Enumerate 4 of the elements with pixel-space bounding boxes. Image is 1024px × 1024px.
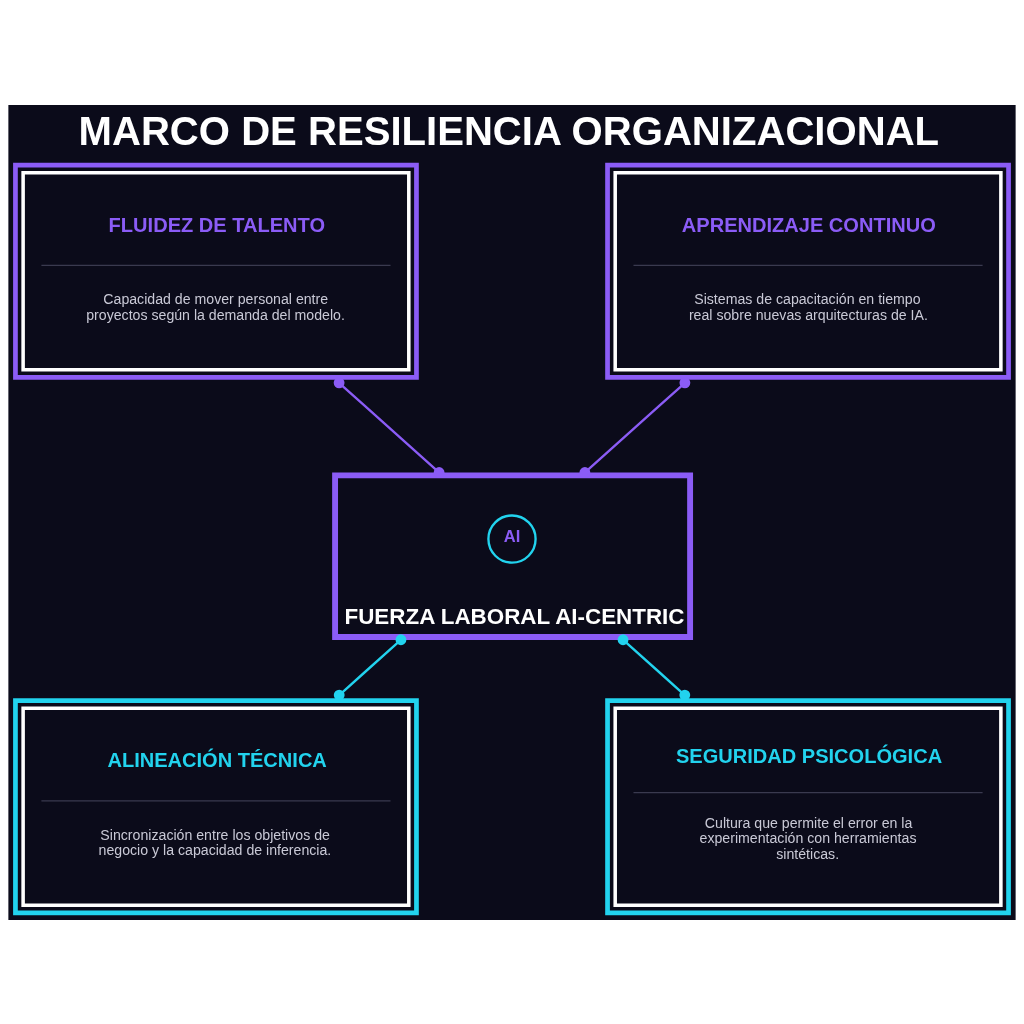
- diagram-title: MARCO DE RESILIENCIA ORGANIZACIONAL: [78, 108, 940, 153]
- connector: [333, 633, 407, 701]
- node-circle: AI: [487, 513, 537, 564]
- connector: [617, 633, 691, 701]
